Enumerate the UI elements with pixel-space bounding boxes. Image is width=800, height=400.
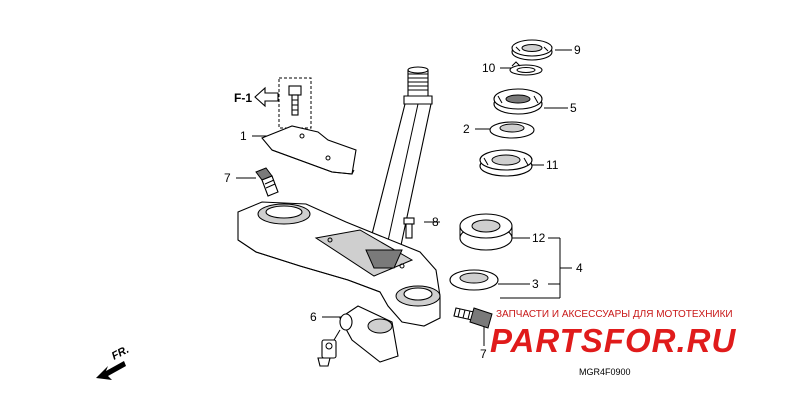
callout-8: 8 (432, 215, 439, 229)
hex-bolt-icon (288, 85, 302, 116)
front-direction-indicator: FR. (96, 344, 131, 380)
steering-stem-shaft (367, 66, 433, 251)
upper-bearing-part-11 (479, 149, 533, 177)
bolt-part-lower (453, 307, 493, 329)
callout-10: 10 (482, 61, 496, 75)
watermark-tagline: ЗАПЧАСТИ И АКСЕССУАРЫ ДЛЯ МОТОТЕХНИКИ (496, 309, 733, 320)
bottom-bridge-part (237, 201, 441, 327)
front-label: FR. (110, 344, 131, 363)
bolt-part-upper (255, 167, 279, 197)
callout-12: 12 (532, 231, 546, 245)
frame-reference-label: F-1 (234, 91, 252, 105)
front-arrow-icon (96, 361, 126, 380)
callout-2: 2 (463, 122, 470, 136)
watermark-brand: PARTSFOR.RU (490, 322, 736, 359)
callout-7-upper: 7 (224, 171, 231, 185)
f1-reference: F-1 (234, 77, 312, 129)
adjusting-nut-part-5 (493, 88, 543, 115)
cover-plate-part (261, 125, 357, 175)
direction-arrow-icon (254, 86, 279, 108)
drawing-code: MGR4F0900 (579, 367, 631, 377)
callout-11: 11 (546, 158, 559, 172)
callout-4: 4 (576, 261, 583, 275)
watermark: ЗАПЧАСТИ И АКСЕССУАРЫ ДЛЯ МОТОТЕХНИКИ PA… (490, 309, 736, 359)
steering-lock-part (317, 305, 399, 367)
lock-washer-part-10 (509, 61, 543, 76)
lower-race-part-3 (449, 269, 499, 291)
callout-3: 3 (532, 277, 539, 291)
dust-seal-part-2 (489, 121, 535, 139)
small-screw-part (403, 217, 415, 239)
callout-1: 1 (240, 129, 247, 143)
leader-lines (236, 49, 572, 346)
callout-5: 5 (570, 101, 577, 115)
callout-6: 6 (310, 310, 317, 324)
callout-labels: 1 2 3 4 5 6 7 7 8 9 10 11 12 (224, 43, 583, 361)
callout-9: 9 (574, 43, 581, 57)
callout-7-lower: 7 (480, 347, 487, 361)
lower-bearing-part-12 (459, 213, 513, 251)
lock-nut-part-9 (511, 39, 553, 61)
